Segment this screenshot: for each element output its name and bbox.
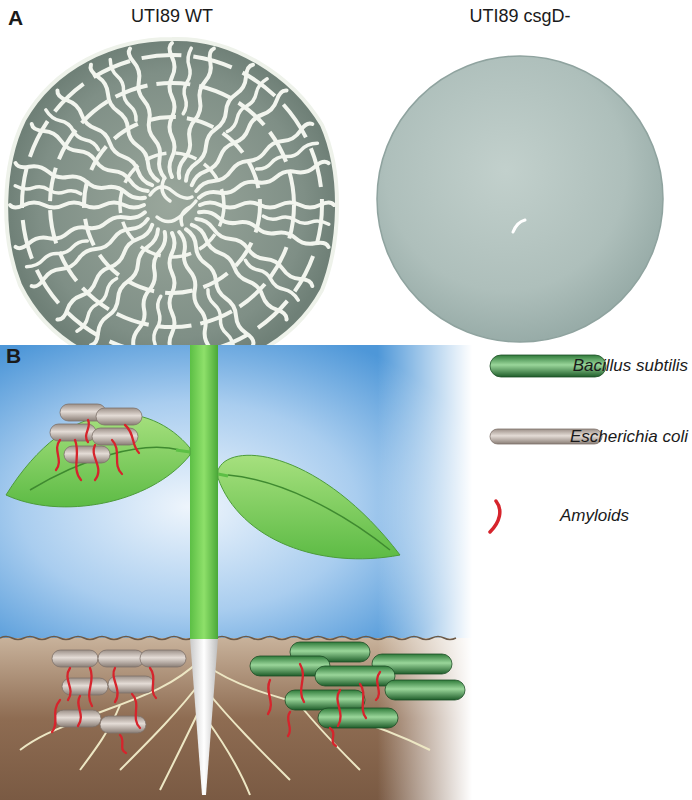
legend-text: Escherichia coli <box>570 427 688 447</box>
root <box>190 638 218 795</box>
colony-title: UTI89 WT <box>131 6 213 27</box>
edge-fade <box>0 345 472 800</box>
right-leaf <box>218 455 400 559</box>
soil-ecoli <box>52 650 186 753</box>
soil-bsubtilis <box>250 642 465 746</box>
left-leaf <box>6 414 190 507</box>
legend-text: Amyloids <box>560 506 629 526</box>
legend-text: Bacillus subtilis <box>573 356 688 376</box>
wt-colony <box>6 39 337 371</box>
legend-sample-amyloid <box>490 501 500 532</box>
panel-letter: B <box>6 344 21 368</box>
stem <box>190 345 218 639</box>
leaf-bacteria <box>50 404 142 480</box>
mutant-colony <box>377 56 663 342</box>
ground-line <box>0 637 456 640</box>
panel-letter: A <box>8 6 23 30</box>
colony-title: UTI89 csgD- <box>469 6 570 27</box>
roots <box>20 660 430 795</box>
